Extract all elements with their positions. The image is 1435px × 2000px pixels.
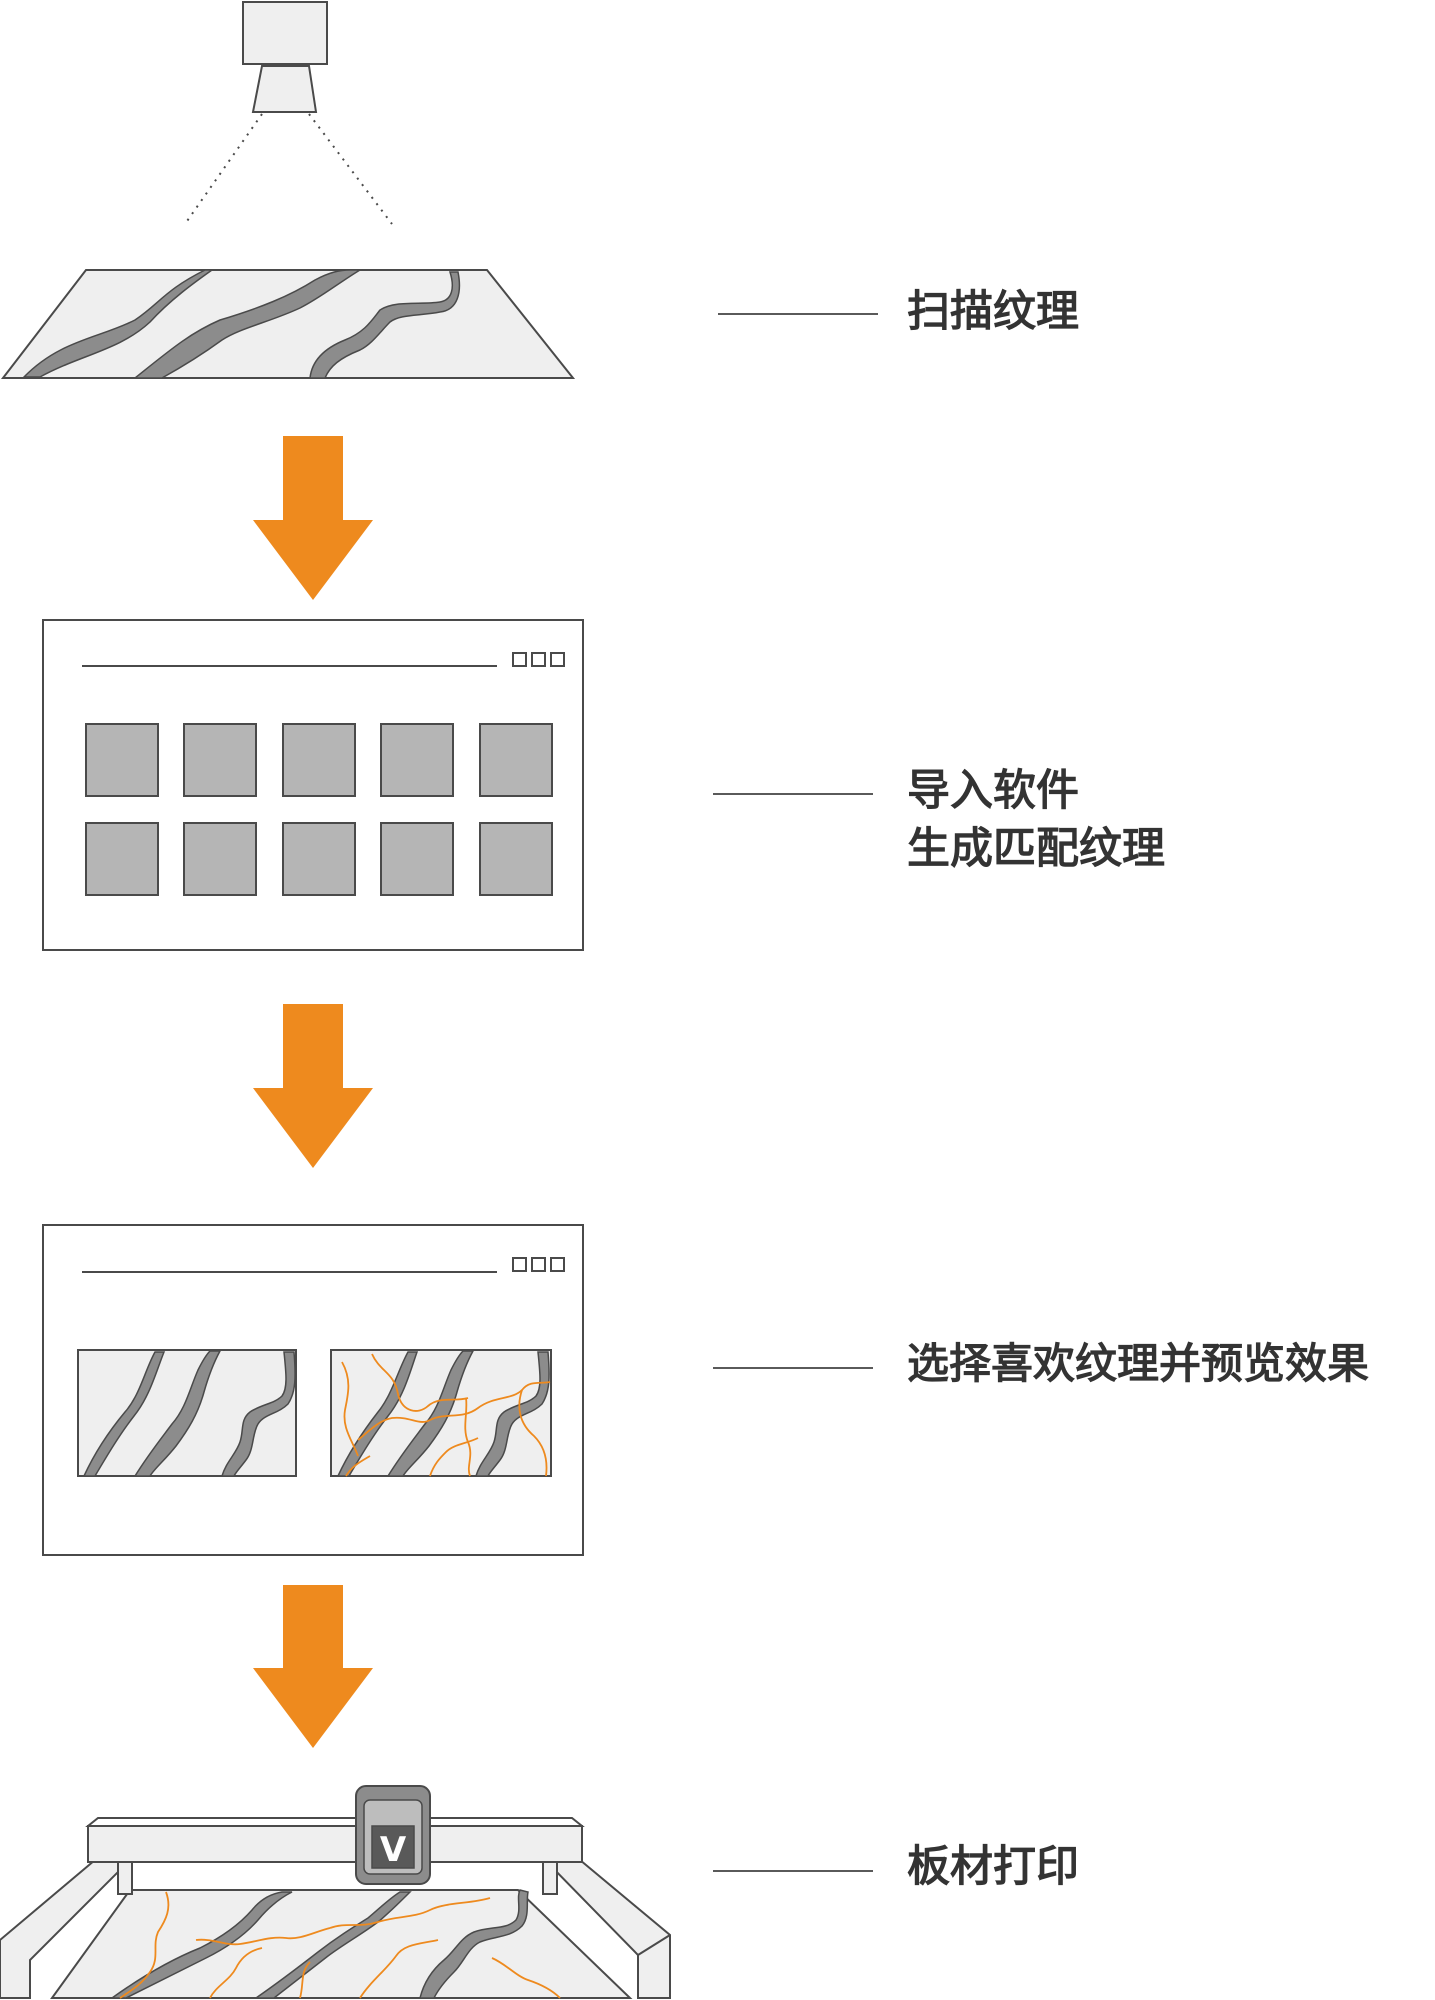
texture-thumbnail	[183, 822, 257, 896]
texture-thumbnail	[380, 822, 454, 896]
software-window-preview	[42, 1224, 584, 1556]
texture-thumbnail	[479, 822, 553, 896]
printer-gantry	[85, 1817, 585, 1827]
window-controls-icon	[512, 1257, 565, 1272]
flow-arrow-1	[253, 436, 373, 600]
step-label-line: 导入软件	[907, 766, 1079, 816]
board-printer: V	[0, 1785, 671, 1999]
texture-thumbnail	[380, 723, 454, 797]
connector-line-import	[713, 793, 873, 795]
scan-illustration	[0, 1, 576, 379]
step-label-line: 选择喜欢纹理并预览效果	[907, 1339, 1370, 1388]
printer-logo-badge	[371, 1825, 415, 1869]
step-label-print: 板材打印	[907, 1838, 1079, 1896]
flow-arrow-3	[253, 1585, 373, 1748]
software-window-grid	[42, 619, 584, 951]
texture-thumbnail	[183, 723, 257, 797]
camera-icon	[184, 1, 393, 225]
connector-line-preview	[713, 1367, 873, 1369]
step-label-line: 生成匹配纹理	[907, 824, 1165, 874]
printed-board-veins	[109, 1889, 561, 1999]
marble-slab	[0, 269, 576, 379]
step-label-scan: 扫描纹理	[907, 283, 1079, 341]
step-label-import: 导入软件 生成匹配纹理	[907, 762, 1165, 878]
print-head: V	[355, 1785, 431, 1885]
texture-thumbnail	[282, 723, 356, 797]
texture-thumbnail-grid	[85, 723, 553, 896]
step-label-preview: 选择喜欢纹理并预览效果	[907, 1335, 1369, 1393]
connector-line-scan	[718, 313, 878, 315]
window-controls-icon	[512, 652, 565, 667]
step-label-line: 板材打印	[907, 1842, 1079, 1892]
texture-thumbnail	[282, 822, 356, 896]
texture-thumbnail	[85, 822, 159, 896]
texture-preview-original	[77, 1349, 297, 1477]
connector-line-print	[713, 1870, 873, 1872]
texture-preview-applied	[330, 1349, 552, 1477]
printer-logo-text: V	[380, 1830, 407, 1870]
texture-thumbnail	[479, 723, 553, 797]
texture-thumbnail	[85, 723, 159, 797]
step-label-line: 扫描纹理	[907, 287, 1079, 337]
flow-arrow-2	[253, 1004, 373, 1168]
